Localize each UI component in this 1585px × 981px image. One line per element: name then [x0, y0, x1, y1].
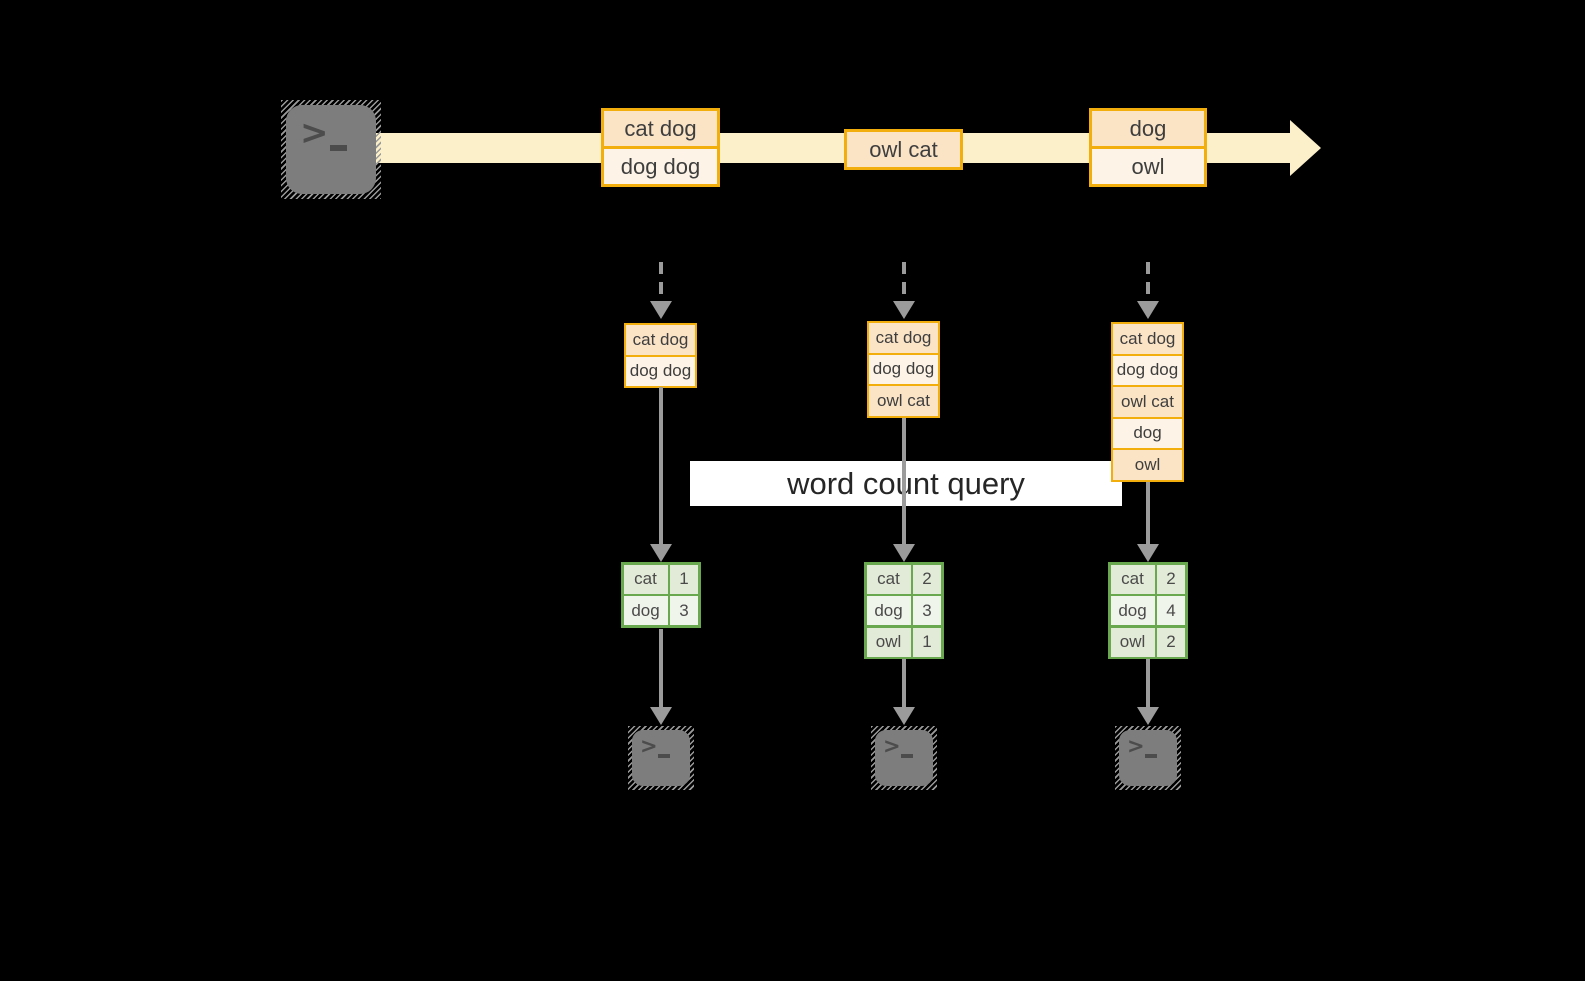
buffer-stack-3: cat dog dog dog owl cat dog owl: [1111, 322, 1184, 482]
count-value: 1: [913, 627, 941, 657]
count-value: 2: [1157, 627, 1185, 657]
count-word: dog: [866, 596, 911, 625]
terminal-prompt-icon: >: [300, 113, 329, 153]
count-word: dog: [1110, 596, 1155, 625]
stream-event: cat dog: [604, 111, 717, 146]
arrowhead-icon: [1137, 301, 1159, 319]
sink-terminal-icon-1: >: [628, 726, 694, 790]
output-arrow-3: [1137, 659, 1159, 725]
buffer-row: cat dog: [1113, 324, 1182, 354]
arrowhead-icon: [1137, 544, 1159, 562]
terminal-cursor-icon: [658, 754, 670, 758]
query-arrow-2: [893, 418, 915, 562]
arrowhead-icon: [893, 301, 915, 319]
arrowhead-icon: [650, 544, 672, 562]
count-word: cat: [866, 564, 911, 594]
arrowhead-icon: [893, 707, 915, 725]
count-value: 3: [913, 596, 941, 625]
buffer-row: owl cat: [869, 384, 938, 416]
buffer-stack-2: cat dog dog dog owl cat: [867, 321, 940, 418]
query-label-text: word count query: [787, 465, 1025, 501]
count-table-3: cat 2 dog 4 owl 2: [1108, 562, 1188, 659]
stream-event-group-1: cat dog dog dog: [601, 108, 720, 187]
arrowhead-icon: [650, 301, 672, 319]
arrowhead-icon: [893, 544, 915, 562]
count-word: owl: [866, 627, 911, 657]
ingest-arrow-3: [1137, 262, 1159, 319]
terminal-prompt-icon: >: [883, 734, 901, 758]
terminal-prompt-icon: >: [640, 734, 658, 758]
terminal-cursor-icon: [330, 145, 347, 151]
buffer-row: dog dog: [626, 354, 695, 386]
count-value: 3: [670, 596, 698, 625]
terminal-cursor-icon: [901, 754, 913, 758]
terminal-screen: >: [875, 730, 933, 786]
buffer-row: dog: [1113, 416, 1182, 448]
stream-event: owl: [1092, 146, 1204, 184]
buffer-row: cat dog: [869, 323, 938, 353]
count-word: owl: [1110, 627, 1155, 657]
terminal-prompt-icon: >: [1127, 734, 1145, 758]
count-value: 2: [913, 564, 941, 594]
buffer-row: cat dog: [626, 325, 695, 355]
sink-terminal-icon-2: >: [871, 726, 937, 790]
count-table-2: cat 2 dog 3 owl 1: [864, 562, 944, 659]
terminal-cursor-icon: [1145, 754, 1157, 758]
sink-terminal-icon-3: >: [1115, 726, 1181, 790]
terminal-screen: >: [632, 730, 690, 786]
query-arrow-1: [650, 387, 672, 562]
buffer-row: dog dog: [1113, 353, 1182, 385]
stream-event-group-3: dog owl: [1089, 108, 1207, 187]
count-word: dog: [623, 596, 668, 625]
buffer-row: owl cat: [1113, 385, 1182, 417]
buffer-stack-1: cat dog dog dog: [624, 323, 697, 388]
stream-event: owl cat: [847, 132, 960, 167]
source-terminal-icon: >: [281, 100, 381, 199]
ingest-arrow-1: [650, 262, 672, 319]
count-table-1: cat 1 dog 3: [621, 562, 701, 628]
stream-event: dog dog: [604, 146, 717, 184]
terminal-screen: >: [286, 105, 376, 194]
buffer-row: owl: [1113, 448, 1182, 480]
query-label: word count query: [690, 461, 1122, 506]
ingest-arrow-2: [893, 262, 915, 319]
stream-event-group-2: owl cat: [844, 129, 963, 170]
arrowhead-icon: [650, 707, 672, 725]
stream-event: dog: [1092, 111, 1204, 146]
count-value: 1: [670, 564, 698, 594]
stream-arrowhead-icon: [1290, 120, 1321, 176]
count-value: 2: [1157, 564, 1185, 594]
output-arrow-1: [650, 629, 672, 725]
count-value: 4: [1157, 596, 1185, 625]
count-word: cat: [1110, 564, 1155, 594]
count-word: cat: [623, 564, 668, 594]
terminal-screen: >: [1119, 730, 1177, 786]
output-arrow-2: [893, 659, 915, 725]
buffer-row: dog dog: [869, 352, 938, 384]
query-arrow-3: [1137, 482, 1159, 562]
arrowhead-icon: [1137, 707, 1159, 725]
